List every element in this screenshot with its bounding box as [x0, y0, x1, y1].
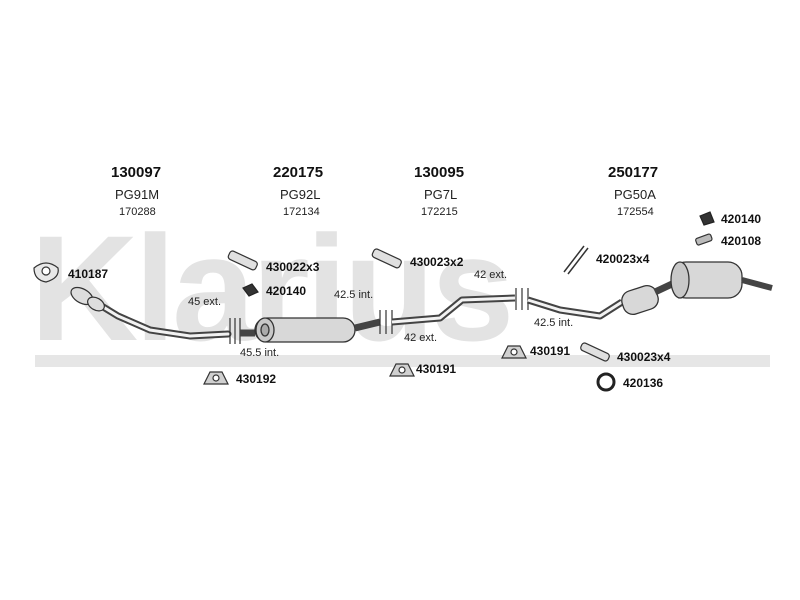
note-45-5-int: 45.5 int. — [240, 347, 280, 359]
label-clamp-b: 430023x2 — [410, 255, 464, 269]
col3-sub-number: 172215 — [421, 206, 458, 218]
col1-code: PG91M — [115, 187, 160, 202]
col3-part-number: 130095 — [414, 164, 465, 181]
ring-icon — [596, 372, 616, 392]
bracket-top2-icon — [695, 233, 713, 246]
rear-resonator — [621, 284, 659, 316]
watermark-text: Klarius — [30, 204, 511, 372]
note-45-ext: 45 ext. — [188, 296, 222, 308]
clamp-c-icon — [563, 245, 589, 275]
intermediate-pipe — [391, 294, 516, 326]
col1-part-number: 130097 — [111, 164, 162, 181]
clamp-b-icon — [371, 248, 402, 269]
label-bracket-top2: 420108 — [721, 234, 762, 248]
gasket-icon — [33, 262, 59, 283]
col4-part-number: 250177 — [608, 164, 659, 181]
col2-code: PG92L — [280, 187, 321, 202]
col4-code: PG50A — [614, 187, 656, 202]
watermark-bar — [35, 355, 770, 367]
label-bracket-top: 420140 — [721, 212, 762, 226]
mount-a-icon — [203, 371, 229, 385]
label-clamp-c: 420023x4 — [596, 252, 650, 266]
note-42-5-int: 42.5 int. — [334, 289, 374, 301]
note-42-ext-2: 42 ext. — [474, 269, 508, 281]
label-bracket-a: 420140 — [266, 284, 307, 298]
col2-sub-number: 172134 — [283, 206, 320, 218]
label-mount-c: 430191 — [530, 344, 571, 358]
note-42-ext: 42 ext. — [404, 332, 438, 344]
label-mount-a: 430192 — [236, 372, 277, 386]
mount-c-icon — [501, 345, 527, 359]
middle-silencer — [254, 317, 356, 343]
note-42-5-int-2: 42.5 int. — [534, 317, 574, 329]
bracket-top-icon — [699, 211, 715, 226]
tailpipe — [741, 277, 773, 291]
bracket-a-icon — [242, 283, 259, 297]
clamp-d-icon — [580, 342, 610, 362]
label-clamp-a: 430022x3 — [266, 260, 320, 274]
label-clamp-d: 430023x4 — [617, 350, 671, 364]
joint-3 — [515, 288, 529, 310]
col4-sub-number: 172554 — [617, 206, 654, 218]
col2-part-number: 220175 — [273, 164, 324, 181]
col3-code: PG7L — [424, 187, 458, 202]
label-mount-b: 430191 — [416, 362, 457, 376]
joint-1 — [229, 318, 241, 344]
label-gasket-front: 410187 — [68, 267, 109, 281]
mount-b-icon — [389, 363, 415, 377]
joint-2 — [379, 310, 393, 334]
label-ring: 420136 — [623, 376, 664, 390]
clamp-a-icon — [227, 250, 258, 271]
front-flange — [70, 286, 105, 312]
col1-sub-number: 170288 — [119, 206, 156, 218]
mid-pipe-out — [354, 318, 381, 332]
rear-silencer — [670, 261, 743, 299]
